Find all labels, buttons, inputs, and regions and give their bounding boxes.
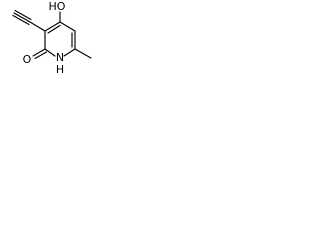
molecule-drawing: HO N H O [12,0,92,76]
bond-c2-o-double [34,51,48,60]
bond-c3-ethynyl [29,21,46,32]
bond-n1-c2 [44,48,56,57]
nitrogen-label: N [56,51,64,64]
bond-c6-n1 [63,48,76,57]
bond-c3-c4 [44,21,61,32]
bond-c6-methyl [74,48,92,59]
ethynyl-triple-bond-a [13,12,31,23]
bond-c4-c5 [59,21,76,32]
chemical-structure-diagram: HO N H O [0,0,102,83]
carbonyl-oxygen-label: O [23,53,32,66]
nitrogen-hydrogen-label: H [56,63,64,76]
ethynyl-triple-bond-c [12,14,30,26]
bond-c3-c4-double [47,24,61,34]
hydroxyl-label: HO [49,0,66,13]
bond-c2-o [32,48,46,57]
ethynyl-triple-bond-b [14,9,32,21]
